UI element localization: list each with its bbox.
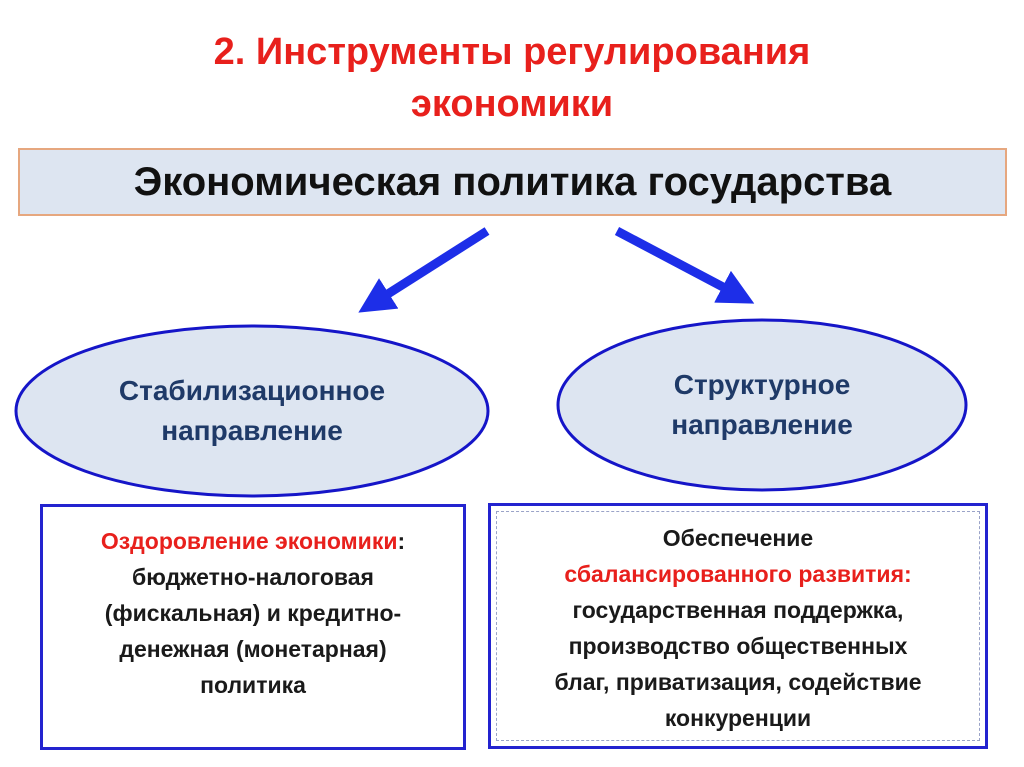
stabilization-detail-line-3: денежная (монетарная) — [119, 636, 387, 662]
stabilization-heading: Оздоровление экономики: — [101, 523, 405, 559]
economic-policy-box: Экономическая политика государства — [18, 148, 1007, 216]
page-title-line-2: экономики — [410, 83, 614, 125]
stabilization-detail-line-4: политика — [200, 672, 306, 698]
structural-details-box: Обеспечение сбалансированного развития: … — [488, 503, 988, 749]
stabilization-oval-shape — [14, 324, 490, 498]
structural-oval-shape — [556, 318, 968, 492]
stabilization-detail-line-1: бюджетно-налоговая — [132, 564, 374, 590]
stabilization-direction-oval: Стабилизационное направление — [16, 326, 488, 496]
structural-direction-oval: Структурное направление — [558, 320, 966, 490]
arrow-to-structural — [614, 227, 755, 304]
stabilization-heading-colon: : — [397, 528, 406, 554]
page-title-line-1: 2. Инструменты регулирования — [213, 31, 811, 73]
arrow-to-stabilization — [358, 227, 490, 313]
structural-detail-line-2: государственная поддержка, — [572, 597, 904, 623]
stabilization-direction-line-2: направление — [161, 415, 343, 446]
structural-detail-line-1: Обеспечение — [662, 525, 814, 551]
structural-detail-line-3: производство общественных — [568, 633, 908, 659]
structural-direction-line-2: направление — [671, 409, 853, 440]
structural-highlight: сбалансированного развития: — [564, 561, 912, 587]
stabilization-detail-line-2: (фискальная) и кредитно- — [104, 600, 402, 626]
stabilization-direction-line-1: Стабилизационное — [118, 375, 386, 406]
structural-direction-line-1: Структурное — [673, 369, 851, 400]
economic-policy-label: Экономическая политика государства — [133, 159, 892, 204]
page-title: 2. Инструменты регулирования экономики — [0, 26, 1024, 130]
structural-detail-line-4: благ, приватизация, содействие — [554, 669, 922, 695]
stabilization-heading-text: Оздоровление экономики — [100, 528, 398, 554]
structural-detail-line-5: конкуренции — [664, 705, 812, 731]
stabilization-details-box: Оздоровление экономики: бюджетно-налогов… — [40, 504, 466, 750]
